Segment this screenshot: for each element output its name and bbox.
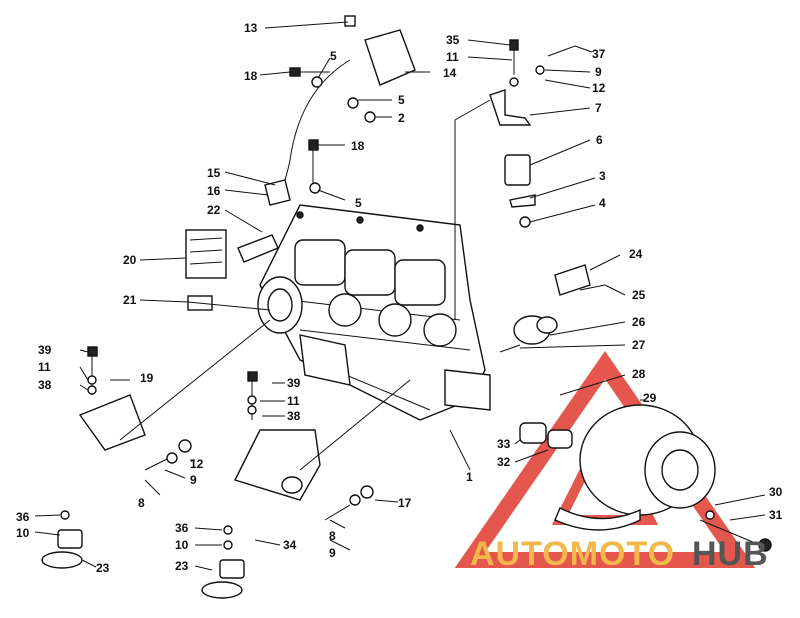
- callout-1: 1: [466, 470, 473, 484]
- callout-37: 37: [592, 47, 606, 61]
- mount-bracket-19: [78, 394, 146, 451]
- callout-25: 25: [632, 288, 646, 302]
- drive-belt: [554, 507, 641, 531]
- callout-32: 32: [497, 455, 511, 469]
- callout-33: 33: [497, 437, 511, 451]
- callout-16: 16: [207, 184, 221, 198]
- callout-38: 38: [38, 378, 52, 392]
- callout-3: 3: [599, 169, 606, 183]
- spark-boot: [264, 179, 291, 206]
- watermark-text: AUTOMOTO HUB: [470, 535, 769, 573]
- callout-27: 27: [632, 338, 646, 352]
- callout-28: 28: [632, 367, 646, 381]
- spacer-32: [547, 429, 573, 449]
- callout-36: 36: [175, 521, 189, 535]
- decal-label: [237, 234, 279, 263]
- watermark-hub: HUB: [692, 535, 769, 573]
- callout-2: 2: [398, 111, 405, 125]
- callout-12: 12: [592, 81, 606, 95]
- callout-13: 13: [244, 21, 258, 35]
- watermark-automoto: AUTOMOTO: [470, 535, 675, 573]
- callout-34: 34: [283, 538, 297, 552]
- callout-18: 18: [351, 139, 365, 153]
- rubber-mount-right: [201, 525, 245, 599]
- callout-9: 9: [329, 546, 336, 560]
- callout-4: 4: [599, 196, 606, 210]
- clip-24: [554, 264, 591, 296]
- callout-19: 19: [140, 371, 154, 385]
- callout-12: 12: [190, 457, 204, 471]
- callout-39: 39: [38, 343, 52, 357]
- callout-9: 9: [190, 473, 197, 487]
- callout-labels: 13 18 5 14 5 2 18 15 16 5 22 20 21 35 11…: [16, 21, 783, 575]
- callout-24: 24: [629, 247, 643, 261]
- callout-5: 5: [398, 93, 405, 107]
- callout-11: 11: [287, 394, 300, 408]
- callout-26: 26: [632, 315, 646, 329]
- callout-10: 10: [16, 526, 30, 540]
- callout-22: 22: [207, 203, 221, 217]
- leader-lines: [34, 21, 766, 571]
- callout-6: 6: [596, 133, 603, 147]
- callout-11: 11: [38, 360, 51, 374]
- callout-14: 14: [443, 66, 457, 80]
- bracket-7: [489, 89, 532, 126]
- callout-23: 23: [175, 559, 189, 573]
- callout-11: 11: [446, 50, 459, 64]
- callout-38: 38: [287, 409, 301, 423]
- callout-31: 31: [769, 508, 783, 522]
- callout-39: 39: [287, 376, 301, 390]
- callout-17: 17: [398, 496, 412, 510]
- engine-block: [257, 204, 491, 421]
- spacer-33: [519, 422, 547, 444]
- cap-13: [344, 15, 356, 27]
- callout-7: 7: [595, 101, 602, 115]
- callout-5: 5: [330, 49, 337, 63]
- callout-18: 18: [244, 69, 258, 83]
- mount-6: [504, 154, 531, 186]
- callout-8: 8: [329, 529, 336, 543]
- ignition-coil: [364, 29, 416, 86]
- callout-36: 36: [16, 510, 30, 524]
- mount-bracket-34: [234, 429, 321, 501]
- callout-23: 23: [96, 561, 110, 575]
- callout-9: 9: [595, 65, 602, 79]
- callout-35: 35: [446, 33, 460, 47]
- decal-sheet: [185, 229, 227, 279]
- callout-20: 20: [123, 253, 137, 267]
- rubber-mount-left: [41, 510, 83, 569]
- callout-29: 29: [643, 391, 657, 405]
- callout-8: 8: [138, 496, 145, 510]
- callout-15: 15: [207, 166, 221, 180]
- callout-5: 5: [355, 196, 362, 210]
- callout-30: 30: [769, 485, 783, 499]
- callout-10: 10: [175, 538, 189, 552]
- callout-21: 21: [123, 293, 137, 307]
